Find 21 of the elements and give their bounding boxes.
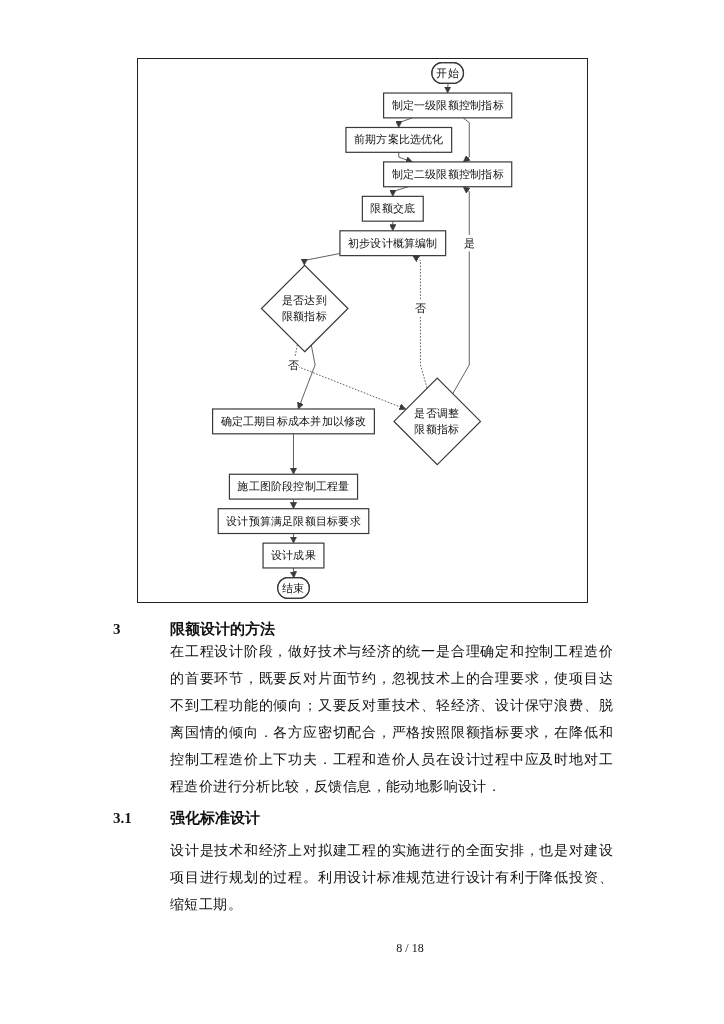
node-box: 制定二级限额控制指标 <box>383 161 513 188</box>
node-box: 前期方案比选优化 <box>345 126 453 153</box>
node-box: 设计预算满足限额目标要求 <box>217 508 370 535</box>
section-number: 3 <box>113 620 121 639</box>
node-box: 施工图阶段控制工程量 <box>229 473 359 500</box>
edge-label: 否 <box>288 358 300 371</box>
node-box: 确定工期目标成本并加以修改 <box>212 408 376 435</box>
body-paragraph: 设计是技术和经济上对拟建工程的实施进行的全面安排，也是对建设项目进行规划的过程。利用设计标准规范进行设计有利于降低投资、缩短工期。 <box>170 842 613 914</box>
node-box: 制定一级限额控制指标 <box>383 92 513 119</box>
node-box: 设计成果 <box>262 542 325 569</box>
section-heading: 强化标准设计 <box>170 808 260 828</box>
node-box: 限额交底 <box>362 195 425 222</box>
node-diamond: 是否调整限额指标 <box>393 377 482 466</box>
body-paragraph: 在工程设计阶段，做好技术与经济的统一是合理确定和控制工程造价的首要环节，既要反对片面节约，忽视技术上的合理要求，使项目达不到工程功能的倾向；又要反对重技术、轻经济、设计保守浪费、脱离国情的倾向．各方应密切配合，严格按照限额指标要求，在降低和控制工程造价上下功夫．工程和造价人员在设计过程中应及时地对工程造价进行分析比较，反馈信息，能动地影响设计． <box>170 643 613 796</box>
section-number: 3.1 <box>113 809 132 828</box>
node-diamond: 是否达到限额指标 <box>260 264 350 353</box>
node-box: 初步设计概算编制 <box>339 230 447 257</box>
edge-label: 否 <box>415 301 427 315</box>
edge-label: 是 <box>464 236 476 250</box>
page-number: 8 / 18 <box>395 940 425 956</box>
section-heading: 限额设计的方法 <box>170 619 275 639</box>
